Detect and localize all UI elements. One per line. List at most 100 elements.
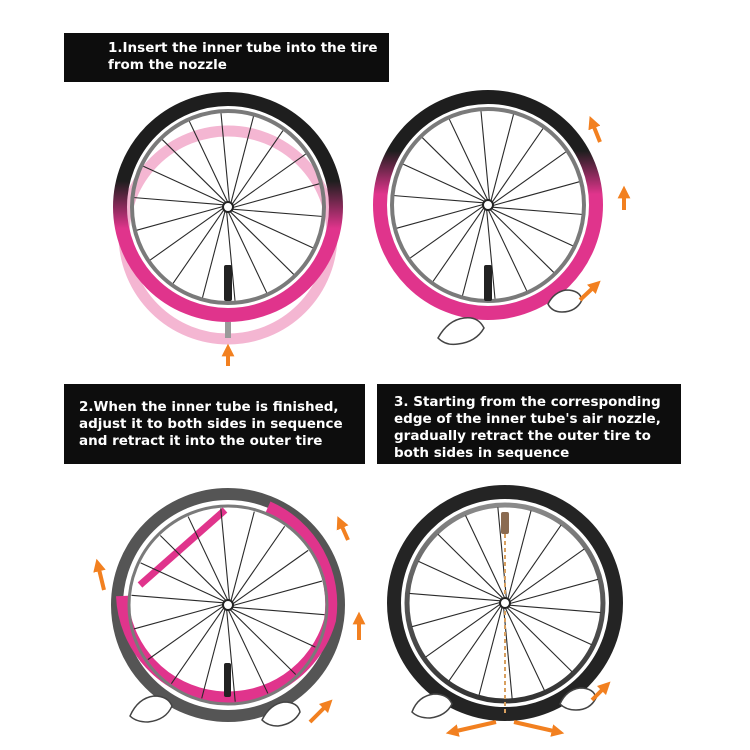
spoke <box>231 525 286 603</box>
retract-arrow-right <box>513 720 565 737</box>
outer-tire <box>373 90 603 320</box>
step-3-line-2: edge of the inner tube's air nozzle, <box>394 411 661 427</box>
hub <box>499 597 511 609</box>
hub <box>222 599 234 611</box>
spoke <box>487 209 528 291</box>
outer-tire <box>387 485 623 721</box>
spoke <box>492 151 566 205</box>
spoke <box>170 607 225 685</box>
spoke <box>409 592 501 602</box>
spoke <box>232 606 325 616</box>
spoke <box>187 516 229 601</box>
spoke <box>507 510 532 600</box>
rotate-arrow <box>93 558 106 591</box>
spokes <box>394 111 582 299</box>
spoke <box>489 209 555 273</box>
spoke <box>220 113 230 203</box>
spoke <box>159 535 227 601</box>
spoke <box>509 548 585 603</box>
spokes <box>131 508 325 702</box>
hands <box>129 695 301 727</box>
spoke <box>232 208 322 217</box>
spoke <box>509 604 601 614</box>
valve-stem <box>484 265 492 301</box>
spoke <box>410 205 484 259</box>
tire-inner-edge <box>127 504 329 706</box>
spoke <box>504 607 545 691</box>
spoke <box>448 605 502 682</box>
spoke <box>478 606 503 696</box>
spoke <box>229 211 295 275</box>
spoke <box>480 111 490 201</box>
step-2-line-3: and retract it into the outer tire <box>79 433 323 449</box>
spoke <box>201 210 226 298</box>
spoke <box>231 210 313 249</box>
spoke <box>437 533 504 599</box>
retract-arrow-left <box>445 720 497 737</box>
step-2-line-2: adjust it to both sides in sequence <box>79 416 343 432</box>
step-2-line-1: 2.When the inner tube is finished, <box>79 399 339 415</box>
valve-stem <box>501 512 509 534</box>
spoke <box>394 195 484 204</box>
spoke <box>421 137 487 201</box>
spoke <box>448 119 489 201</box>
step-1-line-2: from the nozzle <box>108 57 227 73</box>
tire-inner-edge <box>130 109 326 305</box>
wheel-step-2 <box>93 488 366 727</box>
wheel-step-1 <box>113 92 343 366</box>
spoke <box>396 203 484 229</box>
spoke <box>491 208 573 247</box>
spoke <box>411 601 501 628</box>
wheel-step-3 <box>387 485 623 737</box>
rotate-arrow <box>308 699 333 724</box>
spoke <box>226 211 236 301</box>
spoke <box>226 609 236 702</box>
spoke <box>461 208 486 296</box>
spoke <box>403 163 485 202</box>
spoke <box>425 603 501 658</box>
hub <box>222 201 234 213</box>
spoke <box>232 153 306 207</box>
step-1-line-1: 1.Insert the inner tube into the tire <box>108 40 378 56</box>
outer-tire <box>113 92 343 322</box>
spoke <box>432 207 485 282</box>
rotate-arrow <box>588 116 602 143</box>
spoke <box>172 209 225 284</box>
valve-stem <box>224 265 232 301</box>
pulled-inner-tube <box>118 125 338 345</box>
step-2-caption: 2.When the inner tube is finished, adjus… <box>64 384 365 464</box>
spoke <box>486 209 496 299</box>
spoke <box>508 606 592 646</box>
spoke <box>131 594 224 604</box>
step-3-line-4: both sides in sequence <box>394 445 570 461</box>
spoke <box>230 116 255 204</box>
spoke <box>134 197 224 206</box>
spoke <box>231 608 316 648</box>
spoke <box>506 607 573 673</box>
step-3-line-3: gradually retract the outer tire to <box>394 428 651 444</box>
tire-inner-edge <box>404 502 606 704</box>
step-1-caption: 1.Insert the inner tube into the tire fr… <box>64 33 389 82</box>
hands <box>411 687 597 719</box>
spoke <box>227 609 269 694</box>
valve-stem <box>224 663 231 697</box>
spoke <box>140 562 225 602</box>
rotate-arrow <box>590 681 611 702</box>
spoke <box>136 205 224 231</box>
spokes <box>409 507 601 699</box>
spoke <box>201 608 226 699</box>
spoke <box>143 165 225 204</box>
wheel-step-1b <box>373 90 631 346</box>
spoke <box>418 560 502 600</box>
spoke <box>161 139 227 203</box>
rotate-arrow <box>578 280 601 302</box>
spoke <box>508 524 562 601</box>
step-3-caption: 3. Starting from the corresponding edge … <box>377 384 681 464</box>
valve-cap <box>225 322 231 338</box>
spoke <box>147 605 224 661</box>
hub <box>482 199 494 211</box>
spoke <box>503 607 513 699</box>
step-3-line-1: 3. Starting from the corresponding <box>394 394 661 410</box>
spoke <box>232 580 323 607</box>
